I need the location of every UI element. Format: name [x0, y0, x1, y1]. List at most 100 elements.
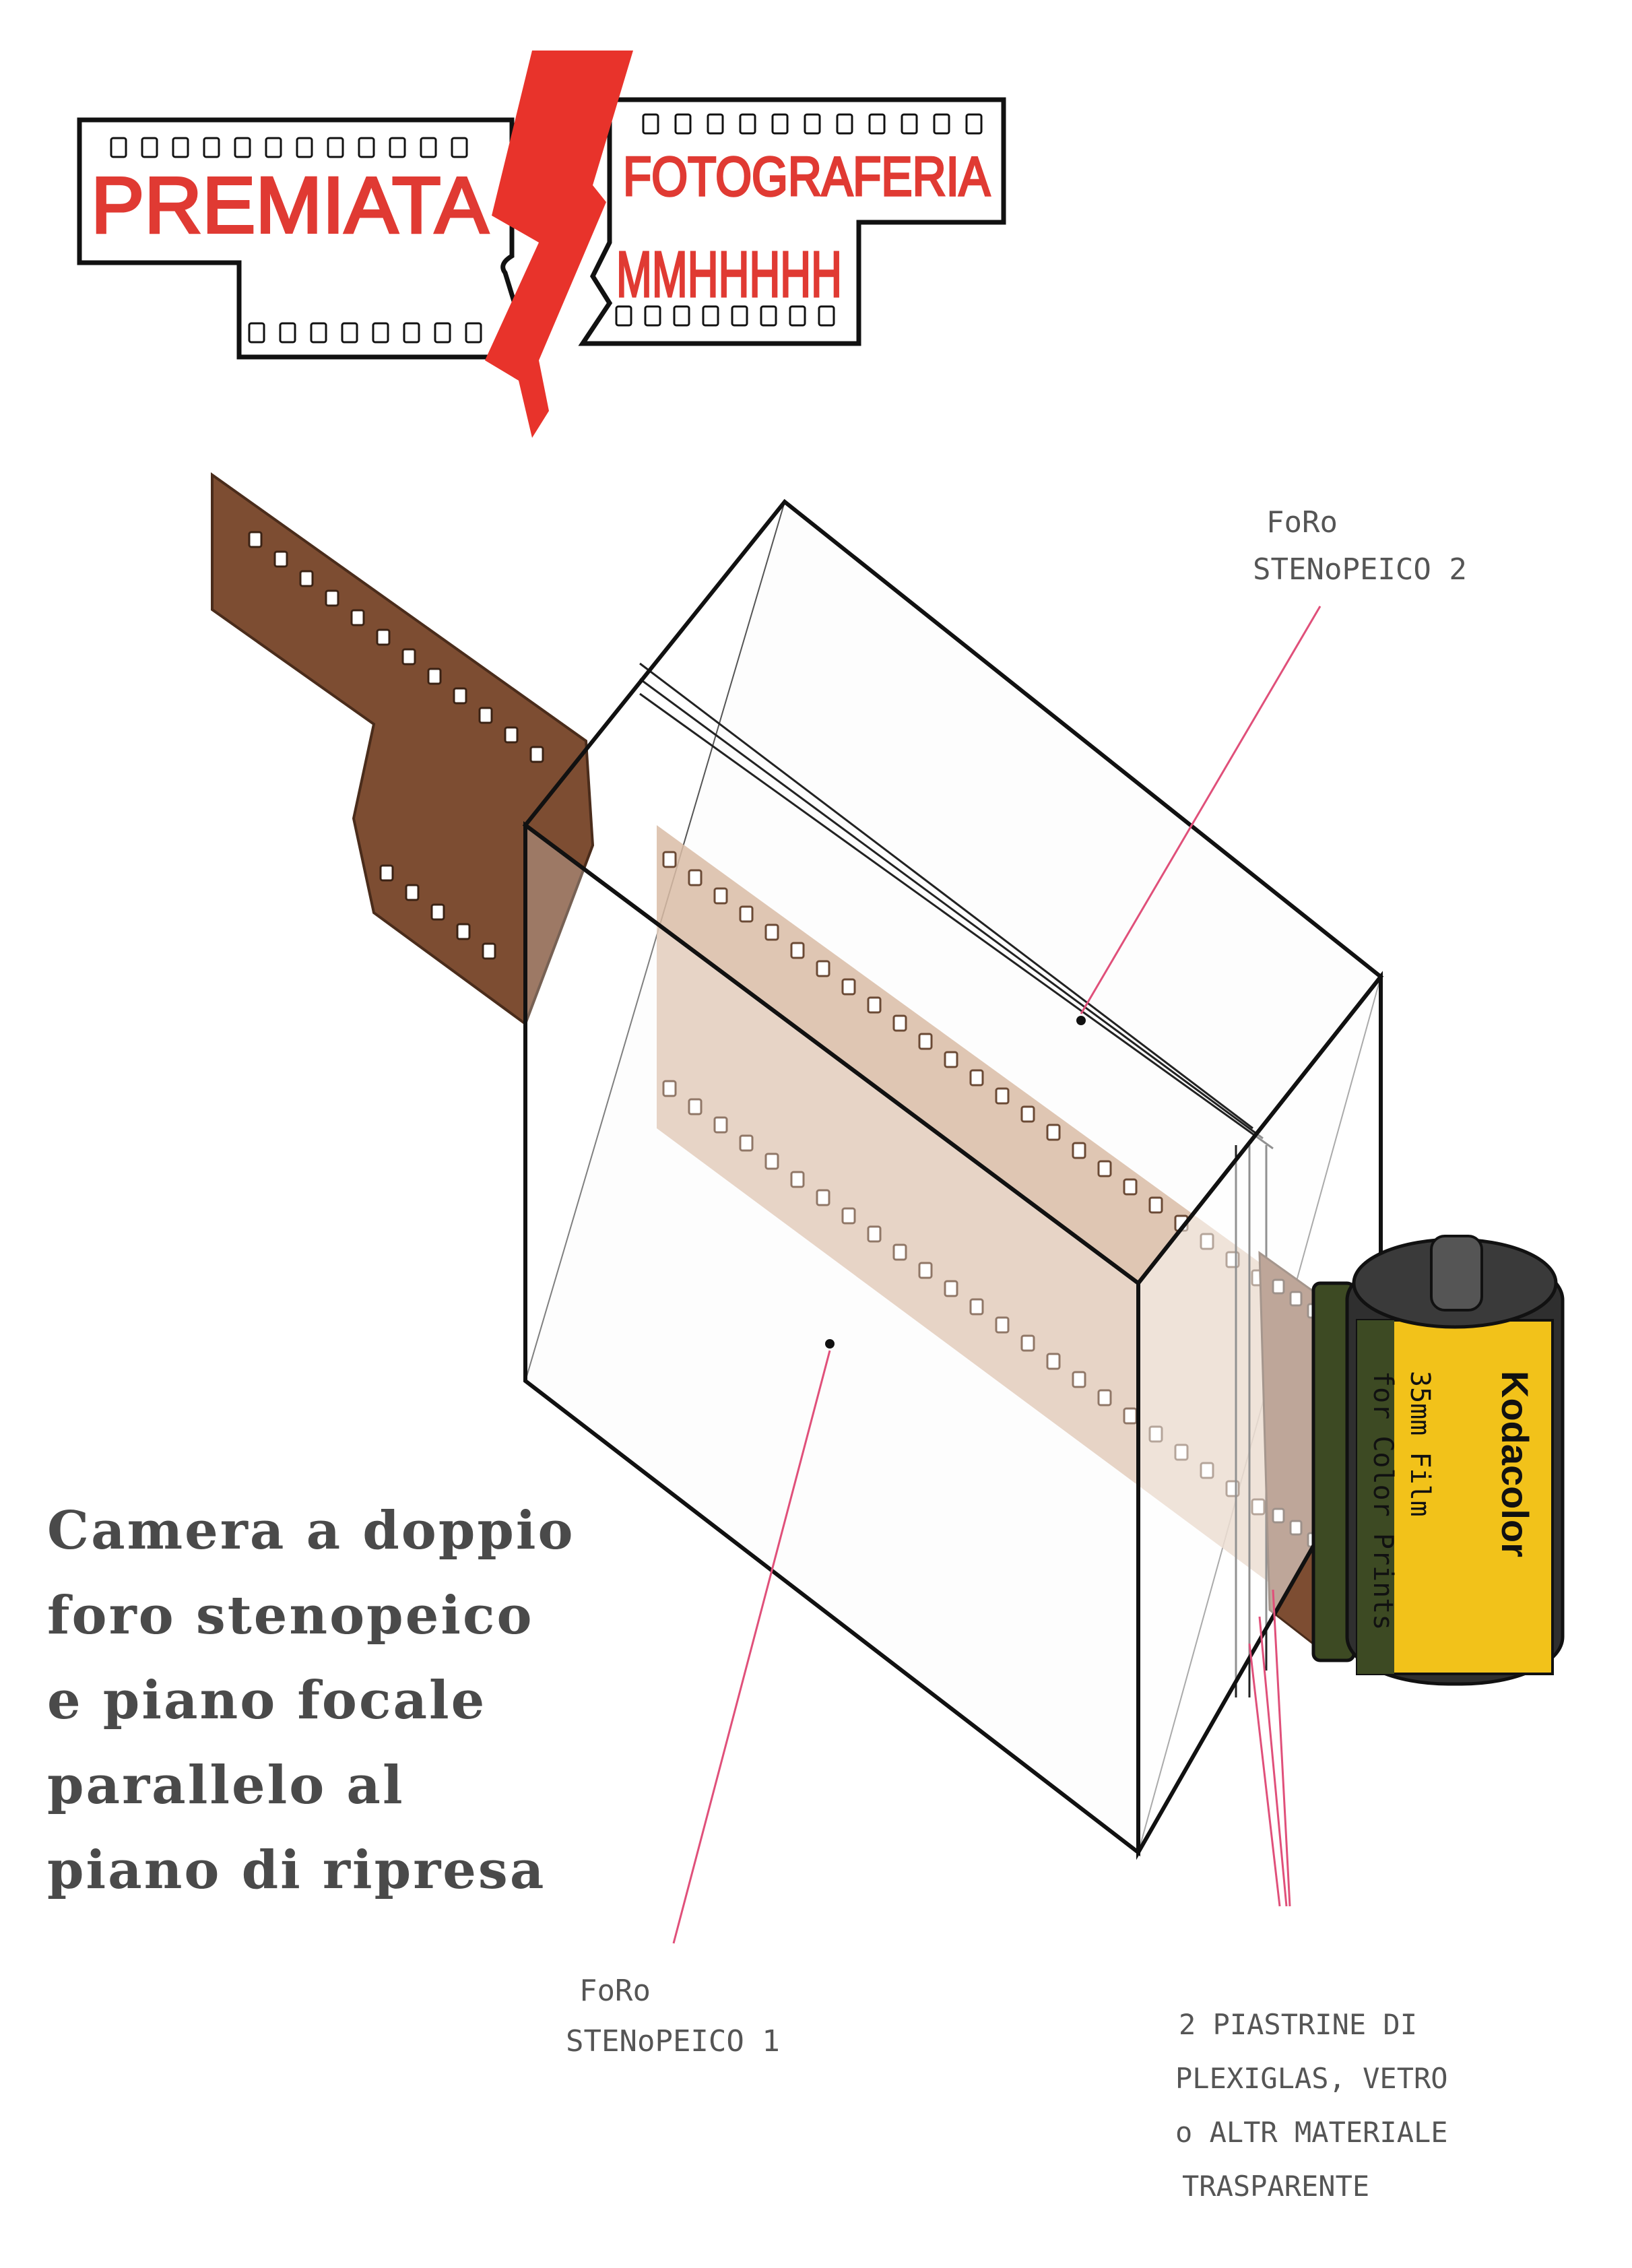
sprocket-hole	[688, 1098, 703, 1115]
sprocket-hole	[841, 978, 856, 996]
sprocket-hole	[327, 137, 344, 158]
sprocket-hole	[341, 322, 358, 344]
caption-line: e piano focale	[47, 1670, 487, 1731]
sprocket-hole	[933, 113, 950, 135]
sprocket-hole	[642, 113, 659, 135]
sprocket-hole	[707, 113, 724, 135]
sprocket-hole	[456, 923, 471, 940]
pinhole-1	[825, 1339, 835, 1349]
camera-box	[522, 498, 1384, 1860]
sprocket-hole	[1072, 1371, 1086, 1388]
film-strip-left	[211, 472, 595, 1027]
sprocket-hole	[789, 305, 806, 327]
sprocket-hole	[644, 305, 661, 327]
sprocket-hole	[265, 137, 282, 158]
sprocket-hole	[1072, 1142, 1086, 1159]
sprocket-hole	[674, 113, 692, 135]
cartridge-line2: for Color Prints	[1367, 1371, 1398, 1630]
sprocket-hole	[1046, 1353, 1061, 1370]
caption-line: Camera a doppio	[47, 1500, 575, 1561]
sprocket-hole	[1046, 1124, 1061, 1141]
film-sprocket-holes	[248, 531, 544, 960]
logo-sprocket-holes	[615, 305, 835, 327]
sprocket-hole	[868, 113, 886, 135]
cartridge-brand: Kodacolor	[1494, 1371, 1536, 1557]
logo-word-right-top: FOTOGRAFERIA	[623, 146, 990, 207]
sprocket-hole	[234, 137, 251, 158]
sprocket-hole	[841, 1207, 856, 1225]
sprocket-hole	[141, 137, 158, 158]
sprocket-hole	[401, 648, 416, 666]
label-plates-line2: PLEXIGLAS, VETRO	[1175, 2062, 1448, 2095]
label-plates-line3: o ALTR MATERIALE	[1175, 2116, 1448, 2149]
sprocket-hole	[1020, 1105, 1035, 1123]
sprocket-hole	[816, 960, 830, 977]
sprocket-hole	[969, 1069, 984, 1087]
sprocket-hole	[1020, 1334, 1035, 1352]
sprocket-hole	[372, 322, 389, 344]
label-pinhole-1-line2: STENoPEICO 1	[566, 2024, 780, 2059]
sprocket-hole	[731, 305, 748, 327]
sprocket-hole	[420, 137, 437, 158]
sprocket-hole	[434, 322, 451, 344]
sprocket-hole	[299, 570, 314, 587]
sprocket-hole	[310, 322, 327, 344]
sprocket-hole	[944, 1280, 958, 1297]
sprocket-hole	[867, 1225, 882, 1243]
label-plates-line4: TRASPARENTE	[1182, 2170, 1369, 2203]
sprocket-hole	[1148, 1196, 1163, 1214]
label-pinhole-1-line1: FoRo	[579, 1974, 651, 2008]
sprocket-hole	[867, 996, 882, 1014]
label-pinhole-2-line2: STENoPEICO 2	[1253, 552, 1467, 587]
logo-word-left: PREMIATA	[91, 161, 488, 250]
logo-word-right-bottom: MMHHHHH	[616, 238, 842, 311]
sprocket-hole	[713, 887, 728, 905]
sprocket-hole	[713, 1116, 728, 1134]
sprocket-hole	[482, 942, 496, 960]
sprocket-hole	[478, 707, 493, 724]
label-plates: 2 PIASTRINE DI PLEXIGLAS, VETRO o ALTR M…	[1175, 2008, 1448, 2203]
caption-line: foro stenopeico	[47, 1585, 534, 1646]
sprocket-hole	[673, 305, 690, 327]
logo-lightning-bolt	[485, 51, 633, 438]
label-pinhole-1: FoRo STENoPEICO 1	[566, 1974, 780, 2059]
logo-sprocket-holes	[248, 322, 482, 344]
sprocket-hole	[662, 851, 677, 868]
sprocket-hole	[203, 137, 220, 158]
sprocket-hole	[918, 1033, 933, 1050]
sprocket-hole	[296, 137, 313, 158]
sprocket-hole	[358, 137, 375, 158]
sprocket-hole	[995, 1087, 1010, 1105]
sprocket-hole	[376, 628, 391, 646]
sprocket-hole	[465, 322, 482, 344]
sprocket-hole	[504, 726, 519, 744]
sprocket-hole	[279, 322, 296, 344]
sprocket-hole	[836, 113, 853, 135]
caption-line: piano di ripresa	[47, 1840, 546, 1901]
diagram-caption: Camera a doppio foro stenopeico e piano …	[47, 1489, 640, 1913]
sprocket-hole	[1097, 1160, 1112, 1177]
sprocket-hole	[739, 1134, 754, 1152]
sprocket-hole	[350, 609, 365, 626]
sprocket-hole	[430, 903, 445, 921]
label-pinhole-2: FoRo STENoPEICO 2	[1253, 505, 1467, 587]
sprocket-hole	[662, 1080, 677, 1097]
sprocket-hole	[804, 113, 821, 135]
sprocket-hole	[379, 864, 394, 882]
sprocket-hole	[816, 1189, 830, 1206]
sprocket-hole	[403, 322, 420, 344]
sprocket-hole	[965, 113, 983, 135]
sprocket-hole	[790, 942, 805, 959]
sprocket-hole	[764, 1153, 779, 1170]
caption-line: parallelo al	[47, 1755, 405, 1816]
sprocket-hole	[969, 1298, 984, 1316]
sprocket-hole	[995, 1316, 1010, 1334]
sprocket-hole	[764, 924, 779, 941]
sprocket-hole	[702, 305, 719, 327]
logo-sprocket-holes	[642, 113, 983, 135]
sprocket-hole	[901, 113, 918, 135]
sprocket-hole	[918, 1262, 933, 1279]
sprocket-hole	[451, 137, 468, 158]
sprocket-hole	[892, 1243, 907, 1261]
